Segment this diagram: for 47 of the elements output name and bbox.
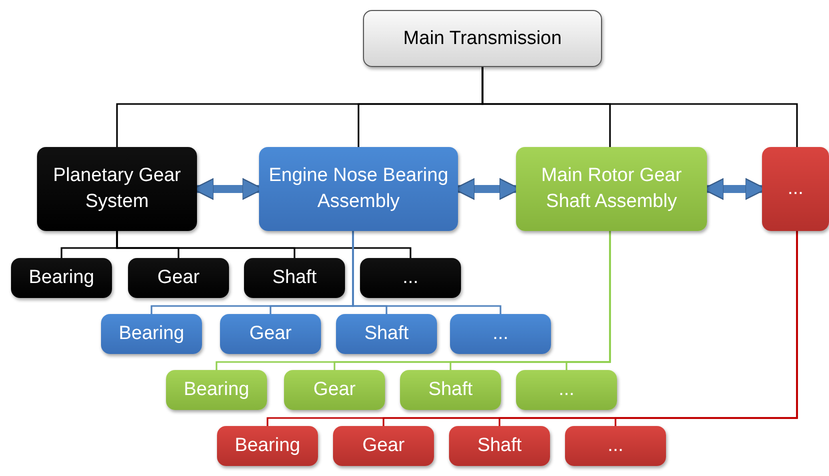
box-label: Gear [312, 378, 357, 402]
component-box [400, 370, 501, 410]
box-label: Main Rotor Gear Shaft Assembly [540, 164, 683, 214]
root-box [363, 10, 602, 67]
category-box [762, 147, 829, 231]
box-label: Shaft [271, 266, 318, 290]
component-box [284, 370, 385, 410]
box-label: ... [558, 378, 576, 402]
component-box [217, 426, 318, 466]
component-box [128, 258, 229, 298]
box-label: Bearing [28, 266, 96, 290]
box-label: Shaft [476, 434, 523, 458]
box-label: Bearing [234, 434, 302, 458]
connector-line [614, 231, 798, 426]
component-box [333, 426, 434, 466]
box-label: Gear [156, 266, 201, 290]
component-box [450, 314, 551, 354]
box-label: ... [402, 266, 420, 290]
component-box [220, 314, 321, 354]
connector-line [116, 231, 412, 258]
component-box [244, 258, 345, 298]
component-box [101, 314, 202, 354]
category-box [37, 147, 197, 231]
connector-line [352, 231, 502, 314]
box-label: Gear [248, 322, 293, 346]
box-label: Shaft [427, 378, 474, 402]
box-label: ... [786, 177, 804, 202]
box-label: Engine Nose Bearing Assembly [268, 164, 450, 214]
component-box [166, 370, 267, 410]
component-box [360, 258, 461, 298]
category-box [259, 147, 458, 231]
component-box [336, 314, 437, 354]
category-box [516, 147, 707, 231]
connector-line [482, 67, 798, 147]
box-label: Gear [361, 434, 406, 458]
box-label: ... [606, 434, 624, 458]
box-label: ... [492, 322, 510, 346]
box-label: Bearing [182, 378, 250, 402]
box-label: Main Transmission [402, 26, 563, 51]
box-label: Bearing [118, 322, 186, 346]
connector-line [566, 231, 611, 370]
box-label: Planetary Gear System [52, 164, 182, 214]
component-box [565, 426, 666, 466]
component-box [516, 370, 617, 410]
box-label: Shaft [363, 322, 410, 346]
component-box [11, 258, 112, 298]
component-box [449, 426, 550, 466]
